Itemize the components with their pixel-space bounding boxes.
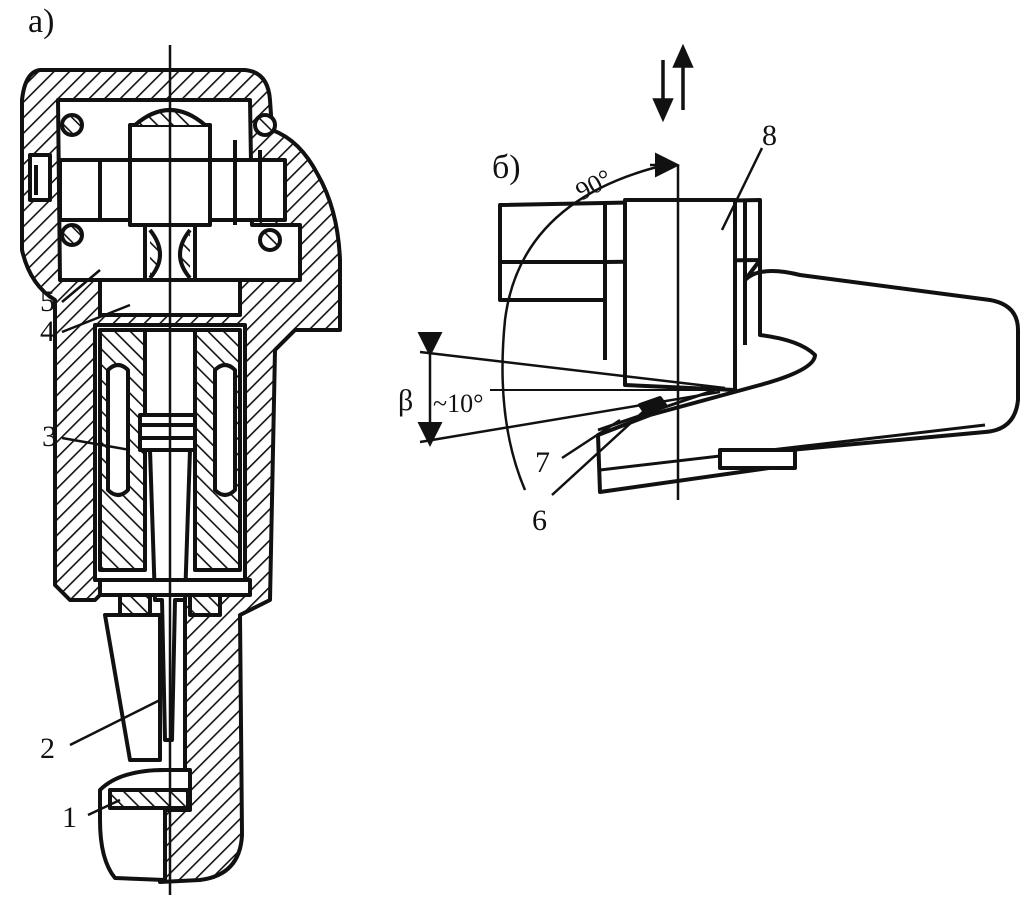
arc-90 (501, 163, 666, 491)
guide-8 (623, 198, 737, 392)
callout-8: 8 (762, 119, 777, 152)
callout-7: 7 (535, 446, 550, 479)
callout-2: 2 (40, 732, 55, 765)
panel-b-label: б) (492, 149, 521, 186)
callout-3: 3 (42, 420, 57, 453)
callout-6: 6 (532, 504, 547, 537)
callout-4: 4 (40, 315, 55, 348)
callout-5: 5 (40, 285, 55, 318)
up-down-arrows-icon (652, 43, 694, 123)
panel-a-drawing (20, 45, 342, 895)
callout-1: 1 (62, 801, 77, 834)
angle-beta-symbol: β (398, 384, 413, 417)
panel-b-drawing (417, 152, 1020, 500)
callout-leaders-a (61, 269, 161, 817)
panel-a-label: а) (28, 3, 54, 40)
callout-leaders-b (551, 147, 764, 496)
angle-beta-value: ~10° (433, 389, 483, 418)
